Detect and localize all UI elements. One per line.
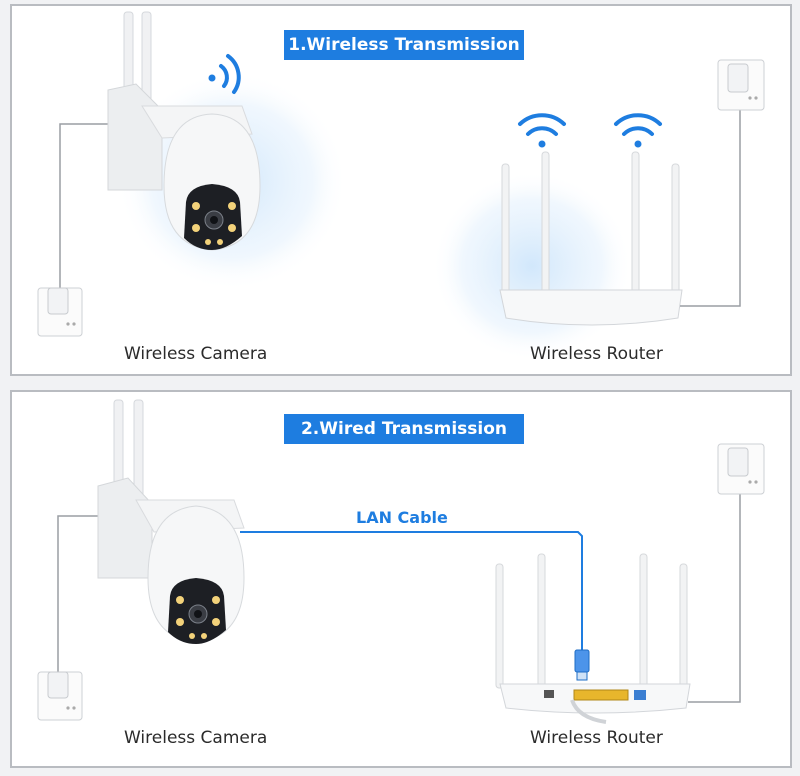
wall-socket-icon — [37, 287, 83, 337]
ethernet-plug-icon — [574, 649, 590, 681]
wireless-transmission-panel: 1.Wireless Transmission Wireless Camera … — [10, 4, 792, 376]
wired-transmission-panel: 2.Wired Transmission LAN Cable Wireless … — [10, 390, 792, 768]
wall-socket-icon — [717, 59, 765, 111]
router-wifi-icon — [518, 113, 662, 148]
section-title: 1.Wireless Transmission — [284, 30, 524, 60]
dome-camera-icon — [107, 11, 261, 251]
wall-socket-icon — [717, 443, 765, 495]
router-label: Wireless Router — [530, 344, 663, 364]
camera-label: Wireless Camera — [124, 344, 268, 364]
camera-label: Wireless Camera — [124, 728, 268, 748]
wired-diagram-art — [37, 399, 765, 724]
router-label: Wireless Router — [530, 728, 663, 748]
wall-socket-icon — [37, 671, 83, 721]
wireless-diagram-art — [37, 11, 765, 361]
lan-cable-label: LAN Cable — [356, 508, 448, 527]
wifi-signal-icon — [208, 54, 241, 94]
lan-cable-line — [240, 531, 583, 654]
router-icon — [499, 151, 683, 326]
section-title: 2.Wired Transmission — [284, 414, 524, 444]
router-icon — [495, 553, 691, 724]
dome-camera-icon — [97, 399, 245, 644]
